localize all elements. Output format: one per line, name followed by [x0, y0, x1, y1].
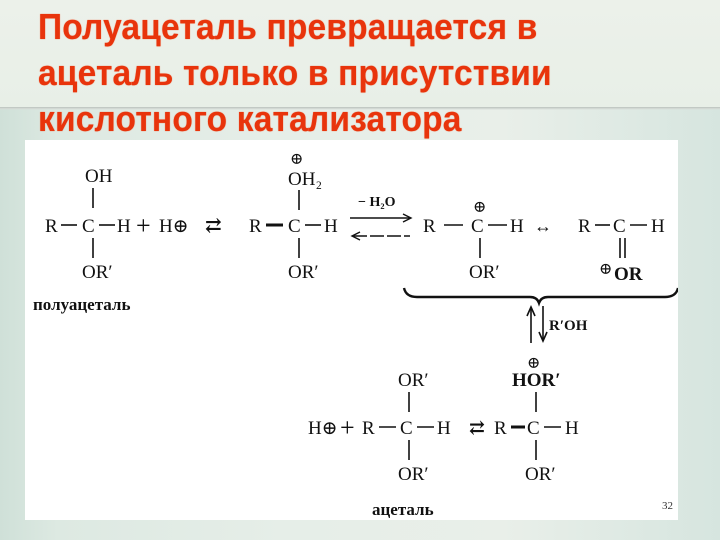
oxocarbenium-r: R	[578, 216, 591, 237]
acetal-or-bottom: OR′	[398, 464, 429, 485]
positive-charge-icon: ⊕	[527, 355, 540, 372]
protonated-acetal-hor: HOR′	[512, 370, 561, 391]
positive-charge-icon: ⊕	[473, 199, 486, 216]
equilibrium-arrow-1: ⇄	[205, 215, 222, 237]
carbocation-or: OR′	[469, 262, 500, 283]
positive-charge-icon: ⊕	[290, 151, 303, 168]
carbocation-c: C	[471, 216, 484, 237]
water-loss-label: − H₂O	[358, 195, 396, 210]
protonated-acetal-structure: ⊕ HOR′ R C H OR′	[494, 355, 579, 485]
water-loss-arrows: − H₂O	[350, 195, 413, 241]
acetal-c: C	[400, 418, 413, 439]
title-line-1: Полуацеталь превращается в	[38, 6, 538, 47]
resonance-arrow: ↔	[534, 216, 552, 236]
protonated-h: H	[324, 216, 338, 237]
carbocation-structure: ⊕ R C H OR′	[423, 199, 524, 283]
reaction-scheme-svg: OH R C H OR′ + H⊕ ⇄ полуацеталь ⊕ OH₂ R …	[33, 151, 678, 519]
acetal-structure: OR′ R C H OR′	[362, 370, 451, 485]
resonance-brace	[402, 287, 678, 307]
hemiacetal-or: OR′	[82, 262, 113, 283]
positive-charge-icon: ⊕	[599, 261, 612, 278]
protonated-acetal-c: C	[527, 418, 540, 439]
title-band	[0, 0, 720, 108]
acetal-caption: ацеталь	[372, 500, 434, 519]
protonated-r: R	[249, 216, 262, 237]
protonated-acetal-h: H	[565, 418, 579, 439]
alcohol-addition-arrows: R′OH	[526, 305, 588, 343]
acetal-h: H	[437, 418, 451, 439]
carbocation-r: R	[423, 216, 436, 237]
protonated-c: C	[288, 216, 301, 237]
hemiacetal-r: R	[45, 216, 58, 237]
plus-sign-1: +	[136, 211, 151, 240]
oxocarbenium-h: H	[651, 216, 665, 237]
protonated-oh2: OH₂	[288, 169, 322, 190]
oxocarbenium-structure: R C H ⊕ OR	[578, 216, 665, 285]
acetal-or-top: OR′	[398, 370, 429, 391]
protonated-acetal-r: R	[494, 418, 507, 439]
protonated-acetal-or: OR′	[525, 464, 556, 485]
hemiacetal-structure: OH R C H OR′	[45, 166, 131, 283]
hemiacetal-caption: полуацеталь	[33, 295, 130, 314]
hemiacetal-oh: OH	[85, 166, 113, 187]
acetal-r: R	[362, 418, 375, 439]
carbocation-h: H	[510, 216, 524, 237]
title-line-3: кислотного катализатора	[38, 98, 462, 139]
protonated-or: OR′	[288, 262, 319, 283]
plus-sign-2: +	[340, 413, 355, 442]
equilibrium-arrow-2: ⇄	[469, 418, 485, 439]
proton-2: H⊕	[308, 418, 338, 439]
title-line-2: ацеталь только в присутствии	[38, 52, 552, 93]
page-number: 32	[662, 500, 673, 512]
oxocarbenium-or: OR	[614, 264, 643, 285]
hemiacetal-c: C	[82, 216, 95, 237]
proton-1: H⊕	[159, 216, 189, 237]
slide-title: Полуацеталь превращается в ацеталь тольк…	[38, 4, 652, 142]
alcohol-label: R′OH	[549, 318, 588, 334]
protonated-hemiacetal-structure: ⊕ OH₂ R C H OR′	[249, 151, 338, 283]
hemiacetal-h: H	[117, 216, 131, 237]
oxocarbenium-c: C	[613, 216, 626, 237]
reaction-scheme-figure: OH R C H OR′ + H⊕ ⇄ полуацеталь ⊕ OH₂ R …	[25, 140, 678, 520]
title-separator	[0, 107, 720, 110]
